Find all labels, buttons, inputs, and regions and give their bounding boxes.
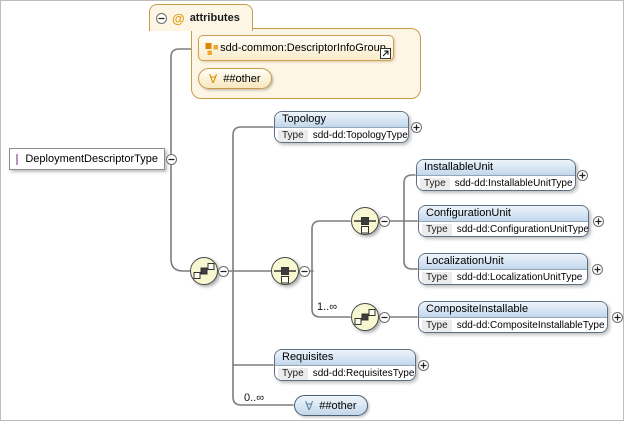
type-value: sdd-dd:RequisitesType <box>312 368 415 379</box>
element-name: CompositeInstallable <box>419 302 607 318</box>
element-box-topology[interactable]: Topology Type sdd-dd:TopologyType <box>274 111 409 143</box>
type-value: sdd-dd:CompositeInstallableType <box>456 320 605 331</box>
type-label: Type <box>422 271 452 284</box>
expand-toggle-icon[interactable] <box>592 215 604 227</box>
attribute-group-label: sdd-common:DescriptorInfoGroup <box>220 42 386 54</box>
element-box-installableunit[interactable]: InstallableUnit Type sdd-dd:InstallableU… <box>416 159 576 191</box>
any-attribute-box[interactable]: ∀ ##other <box>198 68 272 89</box>
attributes-panel: sdd-common:DescriptorInfoGroup ∀ ##other <box>191 28 421 99</box>
collapse-toggle-icon[interactable] <box>218 265 229 277</box>
type-label: Type <box>422 319 452 332</box>
attributes-title: attributes <box>189 12 240 24</box>
element-box-configurationunit[interactable]: ConfigurationUnit Type sdd-dd:Configurat… <box>418 205 589 237</box>
type-label: Type <box>422 223 452 236</box>
expand-toggle-icon[interactable] <box>591 263 603 275</box>
attribute-group-box[interactable]: sdd-common:DescriptorInfoGroup <box>198 35 394 61</box>
collapse-toggle-icon[interactable] <box>379 215 390 227</box>
any-attribute-icon: ∀ <box>209 71 218 86</box>
type-label: Type <box>420 177 450 190</box>
sequence-icon[interactable] <box>351 303 379 331</box>
element-name: Requisites <box>275 350 415 366</box>
element-box-requisites[interactable]: Requisites Type sdd-dd:RequisitesType <box>274 349 416 381</box>
choice-icon[interactable] <box>271 257 299 285</box>
expand-toggle-icon[interactable] <box>611 311 623 323</box>
element-name: ConfigurationUnit <box>419 206 588 222</box>
occurrence-label-composite: 1..∞ <box>317 301 338 313</box>
complex-type-icon <box>16 153 19 165</box>
collapse-toggle-icon[interactable] <box>379 311 390 323</box>
attribute-group-icon <box>205 43 218 55</box>
any-attribute-label: ##other <box>223 72 261 85</box>
sequence-icon[interactable] <box>190 257 218 285</box>
expand-toggle-icon[interactable] <box>410 121 422 133</box>
element-name: InstallableUnit <box>417 160 575 176</box>
attributes-tab[interactable]: @ attributes <box>149 4 253 31</box>
collapse-toggle-icon[interactable] <box>156 12 167 24</box>
element-box-localizationunit[interactable]: LocalizationUnit Type sdd-dd:Localizatio… <box>418 253 588 285</box>
element-box-compositeinstallable[interactable]: CompositeInstallable Type sdd-dd:Composi… <box>418 301 608 333</box>
element-name: Topology <box>275 112 408 128</box>
expand-toggle-icon[interactable] <box>576 169 588 181</box>
collapse-toggle-icon[interactable] <box>299 265 310 277</box>
jump-to-definition-icon[interactable] <box>380 48 391 59</box>
root-element-label: DeploymentDescriptorType <box>25 153 158 165</box>
at-icon: @ <box>172 10 185 26</box>
type-value: sdd-dd:TopologyType <box>312 130 408 141</box>
any-element-box[interactable]: ∀ ##other <box>294 395 368 416</box>
element-name: LocalizationUnit <box>419 254 587 270</box>
any-element-icon: ∀ <box>305 398 314 413</box>
type-value: sdd-dd:InstallableUnitType <box>454 178 573 189</box>
type-label: Type <box>278 129 308 142</box>
type-value: sdd-dd:LocalizationUnitType <box>456 272 583 283</box>
root-element-box[interactable]: DeploymentDescriptorType <box>9 148 165 170</box>
collapse-toggle-icon[interactable] <box>165 153 177 165</box>
occurrence-label-any-element: 0..∞ <box>244 392 265 404</box>
type-label: Type <box>278 367 308 380</box>
any-element-label: ##other <box>319 399 357 412</box>
expand-toggle-icon[interactable] <box>417 359 429 371</box>
choice-icon[interactable] <box>351 207 379 235</box>
type-value: sdd-dd:ConfigurationUnitType <box>456 224 589 235</box>
